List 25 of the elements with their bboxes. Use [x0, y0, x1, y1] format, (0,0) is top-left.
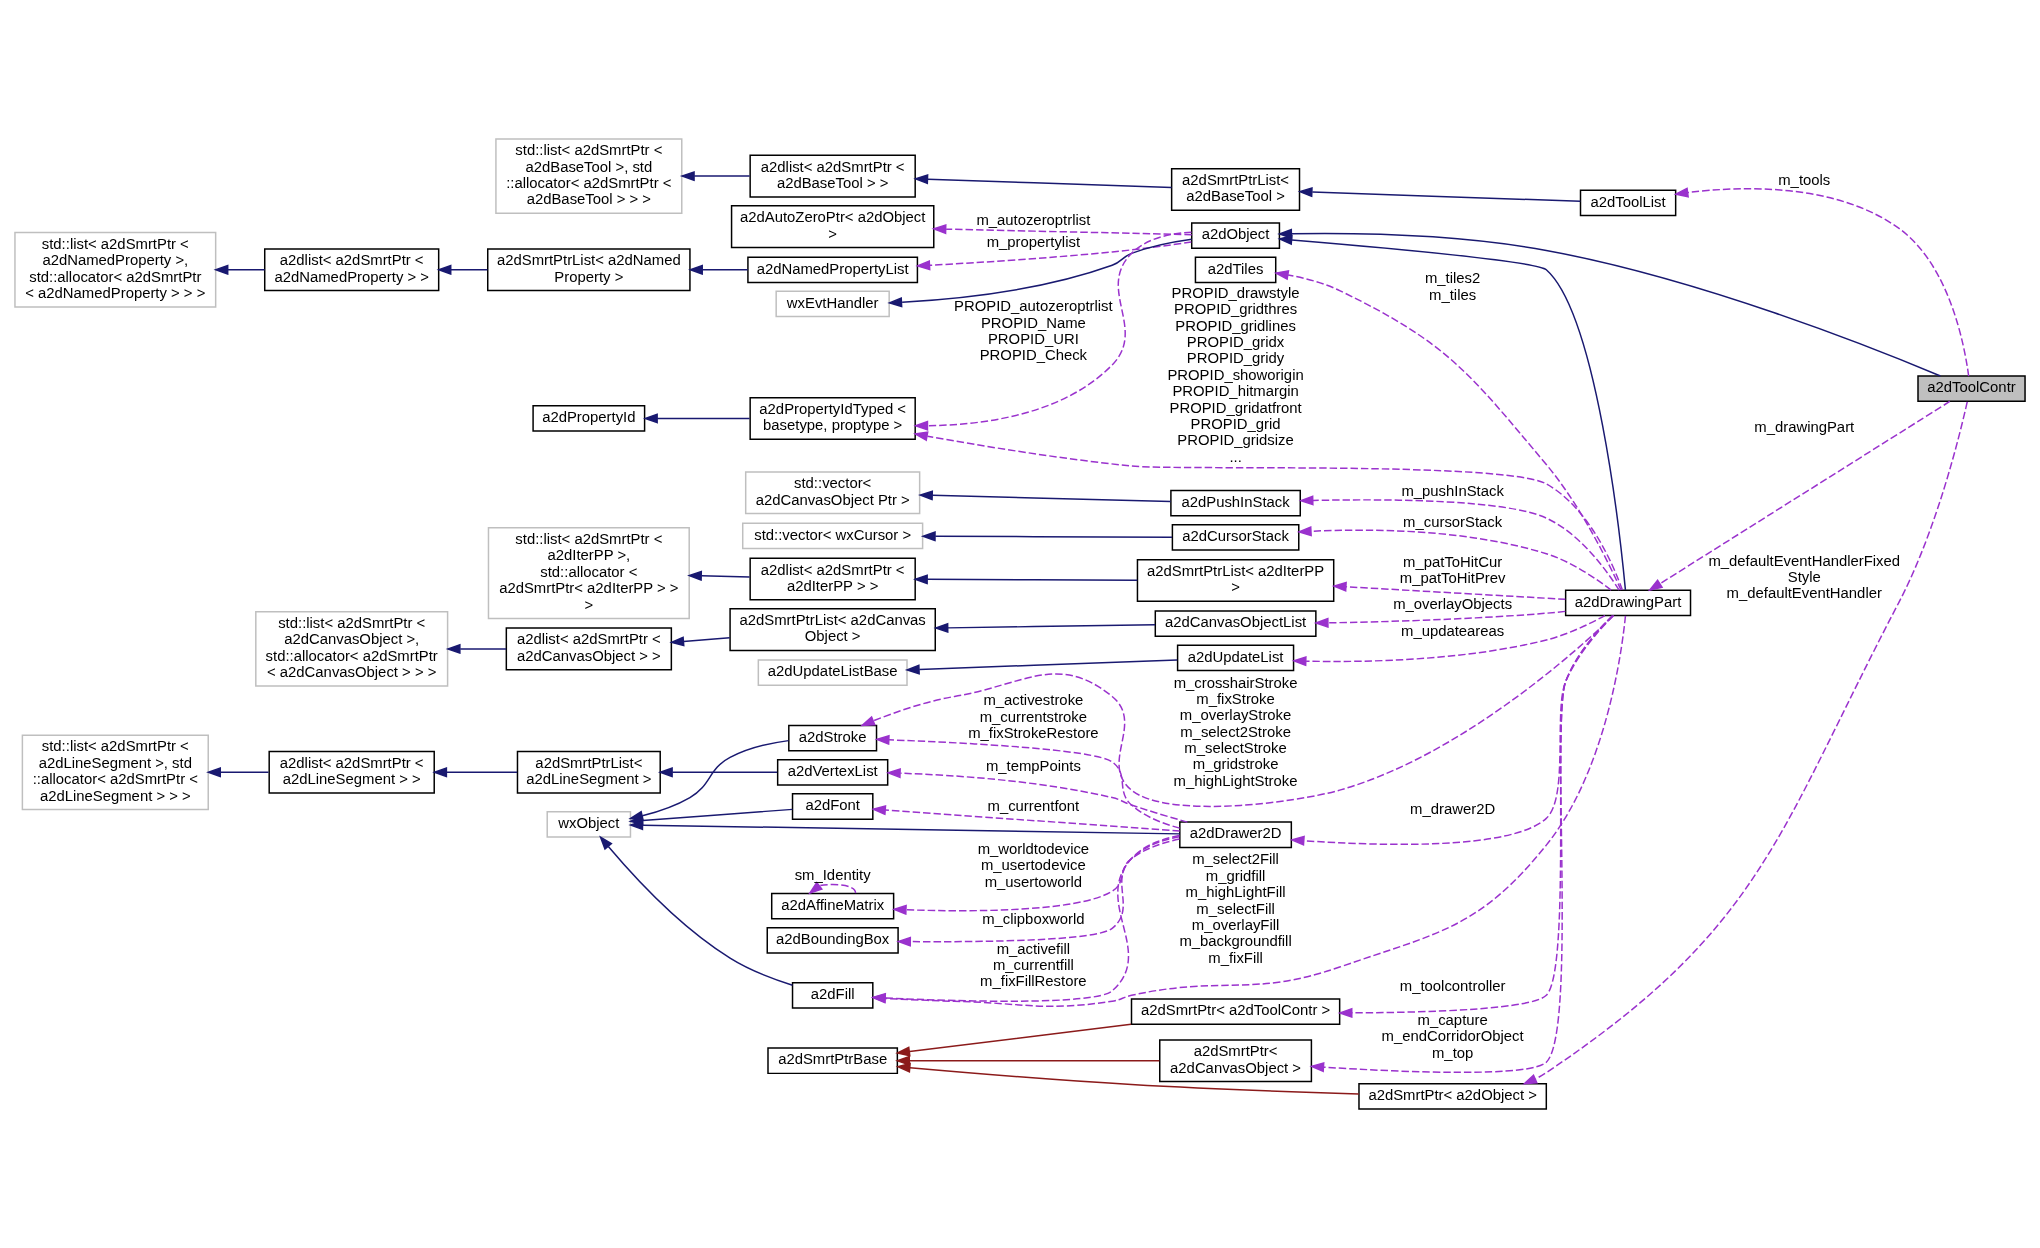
edge-label: m_toolcontroller — [1399, 977, 1506, 994]
edge-label: m_capture m_endCorridorObject m_top — [1381, 1012, 1524, 1061]
edge-label: PROPID_drawstyle PROPID_gridthres PROPID_gridlines PROPID_gridx PROPID_gridy PROPID_showorigin PROPID_hitmargin PROPID_gridatfront PROPID_grid PROPID_gridsize ... — [1167, 285, 1304, 465]
edge-label: m_drawer2D — [1410, 800, 1496, 817]
edge-label: m_crosshairStroke m_fixStroke m_overlayStroke m_select2Stroke m_selectStroke m_gridstroke m_highLightStroke — [1173, 674, 1298, 789]
edge-label: m_propertylist — [986, 234, 1081, 251]
edge-label: m_tiles2 m_tiles — [1424, 270, 1481, 303]
edge-label: m_tempPoints — [985, 757, 1081, 774]
edge-label: m_cursorStack — [1403, 513, 1503, 530]
edge-label: m_select2Fill m_gridfill m_highLightFill m_selectFill m_overlayFill m_backgroundfill m_fixFill — [1179, 851, 1292, 966]
edge-label: m_updateareas — [1401, 622, 1505, 639]
edge-label: PROPID_autozeroptrlist PROPID_Name PROPID_URI PROPID_Check — [954, 298, 1113, 364]
edge-label: m_defaultEventHandlerFixed Style m_defaultEventHandler — [1708, 552, 1901, 602]
edge-label: m_currentfont — [987, 797, 1080, 814]
edge-label: m_activestroke m_currentstroke m_fixStrokeRestore — [968, 692, 1099, 742]
edge-label: sm_Identity — [794, 867, 871, 884]
edge-label: m_clipboxworld — [982, 910, 1085, 927]
edge-label: m_activefill m_currentfill m_fixFillRestore — [980, 940, 1087, 990]
edge-label: m_worldtodevice m_usertodevice m_usertoworld — [977, 841, 1090, 890]
edge-label: m_drawingPart — [1754, 418, 1855, 435]
edge-label: m_pushInStack — [1401, 482, 1504, 499]
edge-label: m_patToHitCur m_patToHitPrev — [1399, 554, 1506, 587]
edge-label: m_overlayObjects — [1393, 595, 1513, 612]
edge-label: m_autozeroptrlist — [976, 212, 1091, 229]
edge-label: m_tools — [1778, 172, 1831, 189]
